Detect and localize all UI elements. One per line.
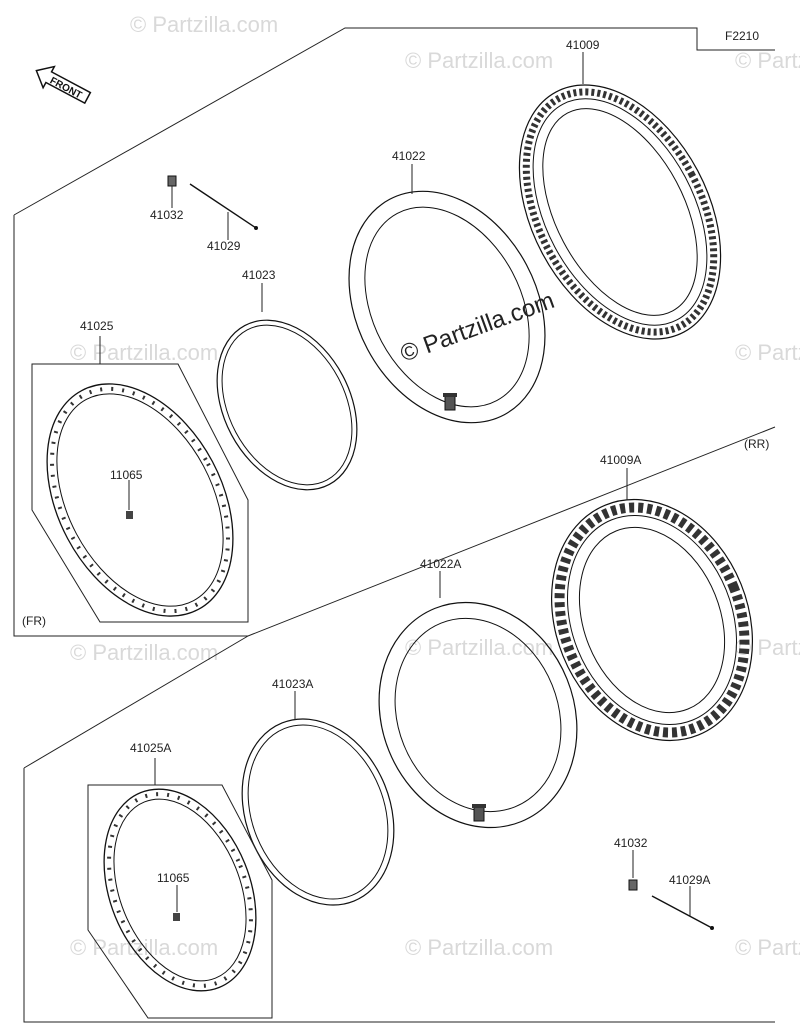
front-valve-cap-label: 41032 <box>150 208 184 222</box>
watermark: © Partzilla.com <box>70 640 218 665</box>
watermark: © Partzilla.com <box>735 635 800 660</box>
front-section-frame <box>13 27 775 216</box>
rear-tube[interactable] <box>346 572 610 857</box>
front-rim-box <box>31 363 249 623</box>
rear-nipple-label: 11065 <box>157 871 190 885</box>
front-rim-band[interactable] <box>189 296 385 514</box>
rear-rim[interactable] <box>76 766 284 1013</box>
watermark-layer: © Partzilla.com © Partzilla.com © Partzi… <box>70 12 800 960</box>
front-spoke[interactable] <box>189 183 258 230</box>
rear-tire-label: 41009A <box>600 453 641 467</box>
rear-rim-band[interactable] <box>215 696 420 928</box>
watermark: © Partzilla.com <box>70 340 218 365</box>
front-valve-cap[interactable] <box>167 175 177 187</box>
rear-section-frame <box>23 768 775 1023</box>
rear-section-label: (RR) <box>744 437 769 451</box>
rear-rim-box <box>87 784 273 1019</box>
rear-spoke[interactable] <box>651 895 714 930</box>
rear-valve-stem-icon <box>472 804 486 822</box>
watermark: © Partzilla.com <box>735 48 800 73</box>
rear-valve-cap[interactable] <box>628 879 638 891</box>
rear-valve-cap-label: 41032 <box>614 836 648 850</box>
front-tire-label: 41009 <box>566 38 600 52</box>
watermark: © Partzilla.com <box>405 48 553 73</box>
watermark: © Partzilla.com <box>735 340 800 365</box>
front-valve-stem-icon <box>443 393 457 411</box>
front-tube[interactable] <box>310 157 583 457</box>
front-section-lower-frame <box>13 215 776 637</box>
rear-tube-label: 41022A <box>420 557 461 571</box>
rear-rim-label: 41025A <box>130 741 171 755</box>
rear-nipple[interactable] <box>173 913 180 921</box>
watermark: © Partzilla.com <box>405 635 553 660</box>
watermark: © Partzilla.com <box>405 935 553 960</box>
front-nipple-label: 11065 <box>110 468 143 482</box>
front-arrow-icon: FRONT <box>35 65 92 105</box>
rear-rim-band-label: 41023A <box>272 677 313 691</box>
front-tube-label: 41022 <box>392 149 426 163</box>
front-rim-label: 41025 <box>80 319 114 333</box>
center-watermark: © Partzilla.com <box>397 287 558 368</box>
figure-code: F2210 <box>725 29 759 43</box>
front-rim-band-label: 41023 <box>242 268 276 282</box>
rear-section-diagonal <box>23 635 249 769</box>
rear-spoke-label: 41029A <box>669 873 710 887</box>
front-spoke-label: 41029 <box>207 239 241 253</box>
front-section-label: (FR) <box>22 614 46 628</box>
front-tire[interactable] <box>478 51 761 374</box>
front-rim[interactable] <box>9 352 270 648</box>
front-nipple[interactable] <box>126 511 133 519</box>
watermark: © Partzilla.com <box>735 935 800 960</box>
rear-tire[interactable] <box>517 469 788 771</box>
watermark: © Partzilla.com <box>130 12 278 37</box>
